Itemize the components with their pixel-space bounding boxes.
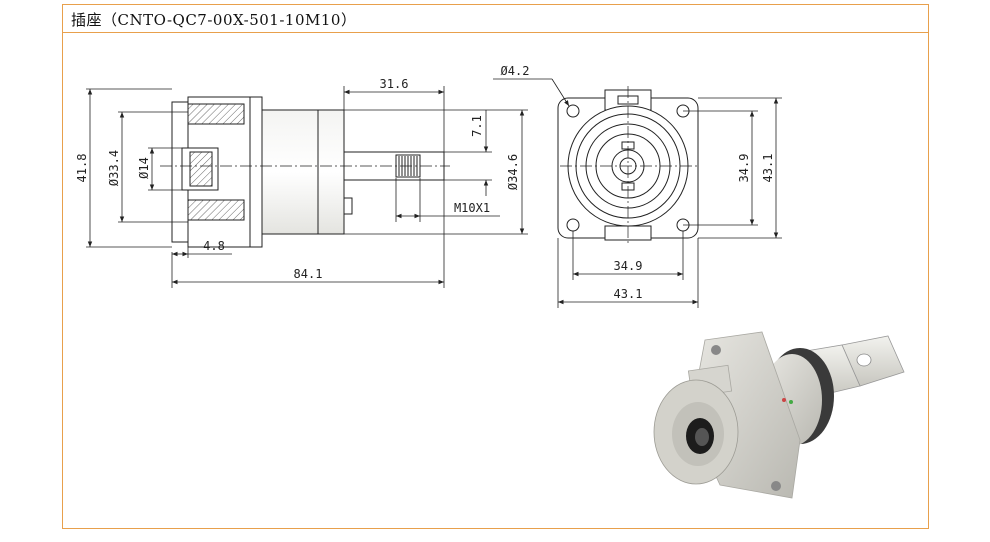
drawing-title: 插座（CNTO-QC7-00X-501-10M10） (71, 11, 357, 29)
dim-flange-dia: Ø33.4 (107, 150, 121, 186)
dim-flange-width: 43.1 (614, 287, 643, 301)
dim-hole-pitch-h: 34.9 (614, 259, 643, 273)
side-flange (249, 96, 263, 248)
side-cylinder-body (261, 109, 345, 235)
side-section-hatch-bottom (187, 199, 245, 221)
dim-hole-pitch-v: 34.9 (737, 154, 751, 183)
side-contact (189, 151, 213, 187)
title-bar: 插座（CNTO-QC7-00X-501-10M10） (63, 5, 928, 33)
dim-thread: M10X1 (454, 201, 490, 215)
dim-terminal-offset: 7.1 (470, 115, 484, 137)
dim-total-length: 84.1 (294, 267, 323, 281)
side-latch (343, 197, 353, 215)
side-section-hatch-top (187, 103, 245, 125)
dim-hole-dia: Ø4.2 (501, 64, 530, 78)
front-dimension-lines (493, 78, 782, 308)
side-dimension-lines (86, 86, 528, 288)
dim-overall-height: 41.8 (75, 154, 89, 183)
front-view (557, 86, 700, 246)
dim-terminal-length: 31.6 (380, 77, 409, 91)
connector-3d-render-icon (653, 331, 905, 499)
mount-hole-tl (566, 104, 580, 118)
dim-flange-height: 43.1 (761, 154, 775, 183)
dim-flange-thickness: 4.8 (203, 239, 225, 253)
dim-bore-dia: Ø14 (137, 157, 151, 179)
dim-body-dia: Ø34.6 (506, 154, 520, 190)
drawing-frame: 插座（CNTO-QC7-00X-501-10M10） (62, 4, 929, 529)
side-view (160, 96, 450, 248)
